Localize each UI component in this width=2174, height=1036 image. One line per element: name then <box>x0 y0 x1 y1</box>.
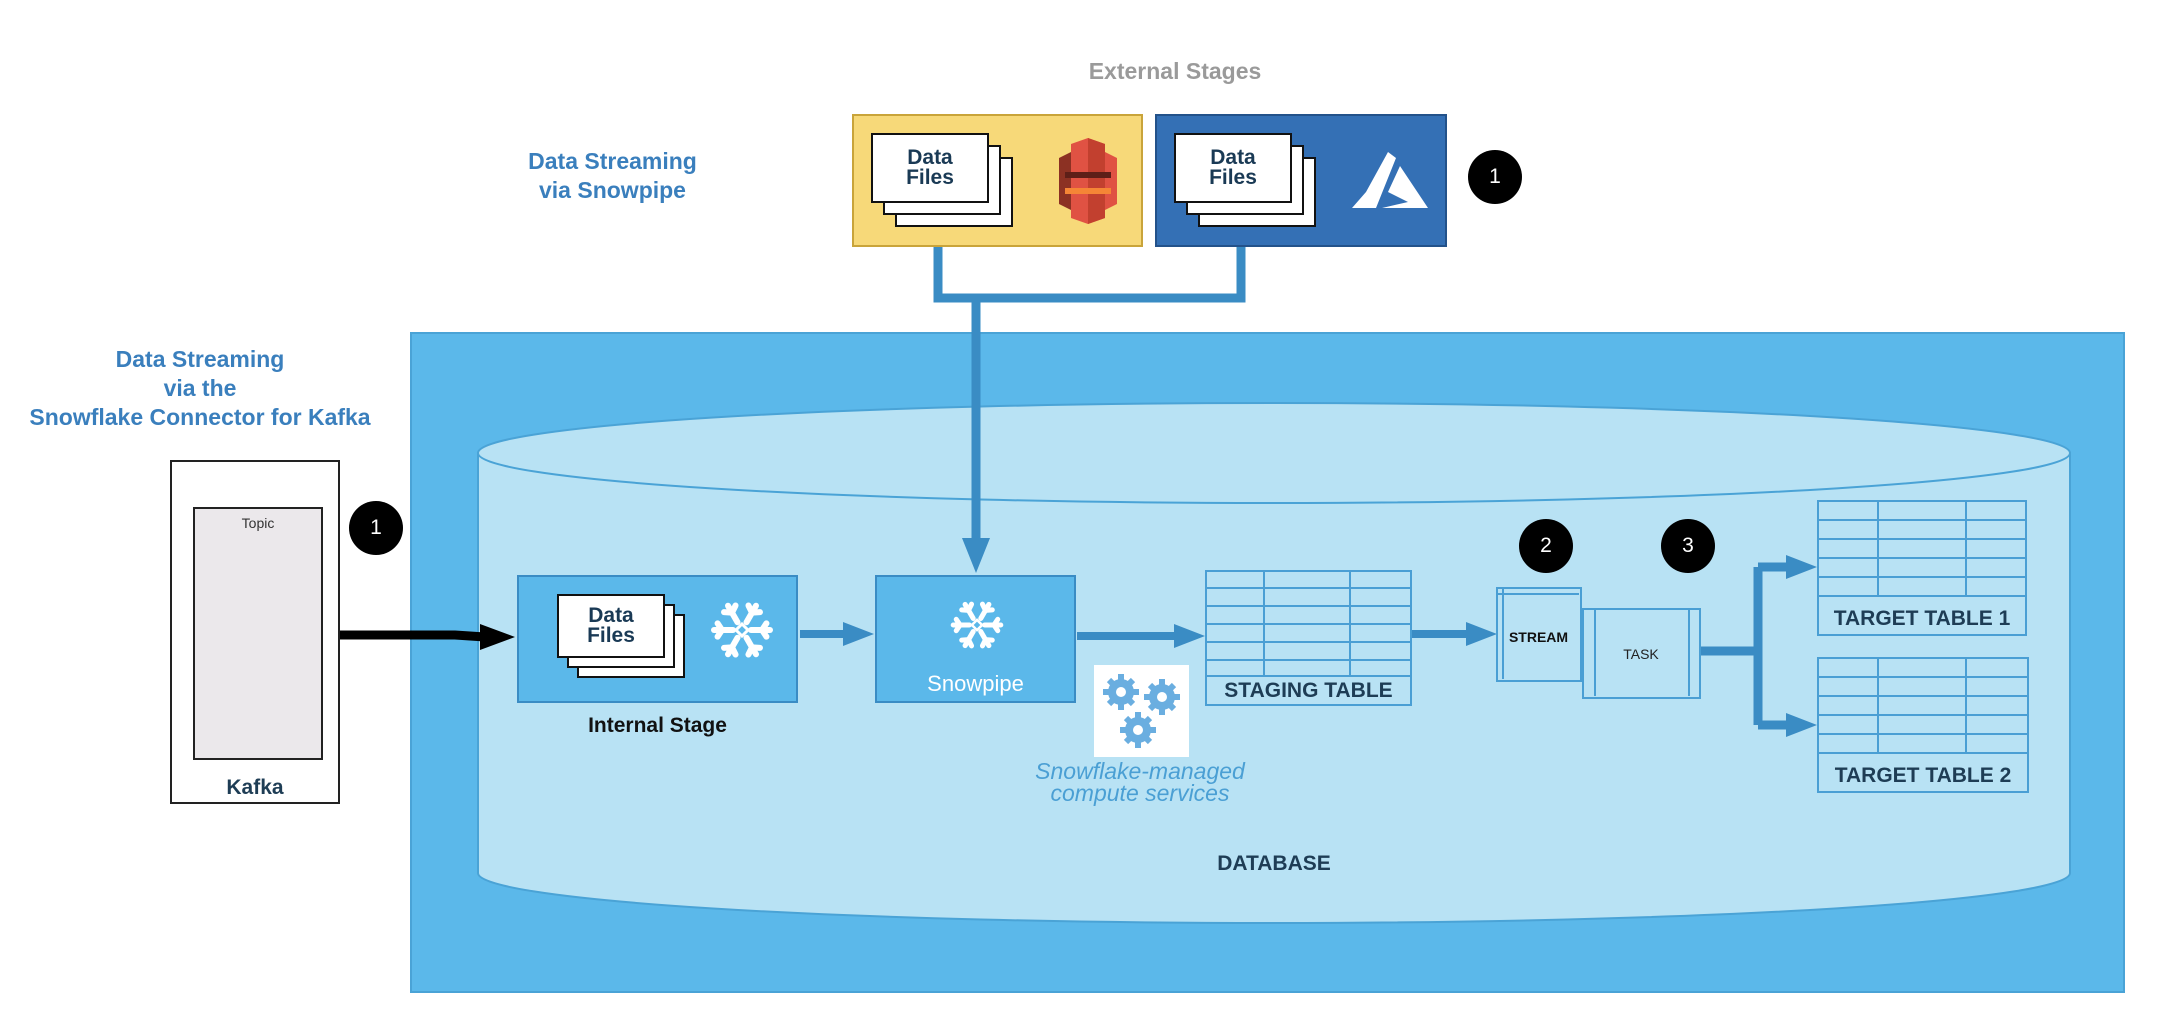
staging-to-stream-arrow <box>1466 622 1497 646</box>
topic-label: Topic <box>241 515 275 531</box>
task-to-target2-arrow <box>1786 713 1817 737</box>
kafka-streaming-label: Data Streaming via the Snowflake Connect… <box>29 346 371 430</box>
staging-table[interactable]: STAGING TABLE <box>1205 570 1412 706</box>
compute-gears <box>1094 665 1189 757</box>
task-to-target1-arrow <box>1786 555 1817 579</box>
step-badge-1-kafka: 1 <box>349 501 403 555</box>
external-stages-connector <box>933 246 1246 303</box>
internal-to-snowpipe-arrow <box>843 622 874 646</box>
kafka-topic[interactable]: Topic <box>193 507 323 760</box>
step-badge-3: 3 <box>1661 519 1715 573</box>
task-label: TASK <box>1623 646 1659 662</box>
kafka-to-internal-stage-arrow <box>322 630 486 642</box>
target-table-1-label: TARGET TABLE 1 <box>1833 607 2011 630</box>
target-table-1[interactable]: TARGET TABLE 1 <box>1817 500 2027 636</box>
snowpipe-box[interactable]: Snowpipe <box>875 575 1076 703</box>
task-box[interactable]: TASK <box>1582 608 1701 699</box>
step-badge-2: 2 <box>1519 519 1573 573</box>
kafka-label: Kafka <box>226 776 284 799</box>
snowpipe-to-staging-arrow <box>1174 624 1205 648</box>
kafka-box[interactable]: Topic Kafka <box>170 460 340 804</box>
internal-stage-label: Internal Stage <box>588 714 727 737</box>
snowflake-icon <box>711 602 773 658</box>
target-table-1-gridlines <box>1817 500 2027 597</box>
staging-table-label: STAGING TABLE <box>1224 679 1393 702</box>
stream-label: STREAM <box>1508 629 1569 645</box>
staging-table-grid <box>1205 570 1412 706</box>
target-table-2-label: TARGET TABLE 2 <box>1834 764 2012 787</box>
database-label: DATABASE <box>1217 852 1331 875</box>
stream-box[interactable]: STREAM <box>1496 587 1582 682</box>
target-table-2[interactable]: TARGET TABLE 2 <box>1817 657 2029 793</box>
staging-table-gridlines <box>1205 570 1412 677</box>
compute-services-label: Snowflake-managed compute services <box>1035 758 1245 806</box>
snowpipe-streaming-label: Data Streaming via Snowpipe <box>528 148 697 203</box>
azure-icon <box>1352 152 1428 208</box>
gears-icon <box>1103 674 1180 748</box>
target-table-2-gridlines <box>1817 657 2029 754</box>
step-badge-1-external: 1 <box>1468 150 1522 204</box>
snowpipe-label: Snowpipe <box>927 671 1024 696</box>
aws-s3-icon <box>1059 138 1117 224</box>
external-stages-title: External Stages <box>1088 58 1262 84</box>
snowflake-icon <box>950 601 1004 649</box>
